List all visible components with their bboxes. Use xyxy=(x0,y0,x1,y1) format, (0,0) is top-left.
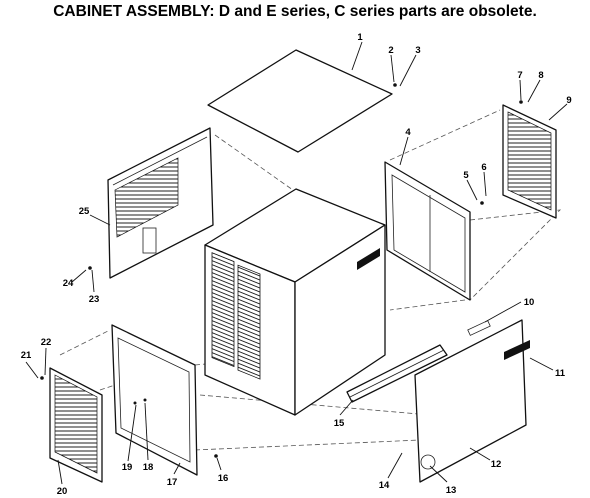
callout-5: 5 xyxy=(463,170,469,181)
cabinet-body xyxy=(204,188,386,416)
page-title: CABINET ASSEMBLY: D and E series, C seri… xyxy=(53,3,537,20)
hardware-screws xyxy=(40,83,523,458)
callout-14: 14 xyxy=(379,480,390,491)
callout-12: 12 xyxy=(491,459,502,470)
callout-3: 3 xyxy=(415,45,420,56)
callout-22: 22 xyxy=(41,337,52,348)
callout-23: 23 xyxy=(89,294,100,305)
callout-15: 15 xyxy=(334,418,345,429)
callout-leaders xyxy=(25,41,568,485)
callout-25: 25 xyxy=(79,206,90,217)
callout-4: 4 xyxy=(405,127,411,138)
callout-7: 7 xyxy=(517,70,522,81)
right-louver-grille xyxy=(502,104,557,219)
callout-19: 19 xyxy=(122,462,133,473)
bottom-rail xyxy=(346,344,448,403)
callout-17: 17 xyxy=(167,477,178,488)
left-side-panel xyxy=(107,127,214,279)
right-side-frame xyxy=(384,161,471,301)
callout-8: 8 xyxy=(538,70,543,81)
left-louver-grille xyxy=(49,367,103,483)
callout-24: 24 xyxy=(63,278,74,289)
callout-10: 10 xyxy=(524,297,535,308)
callout-11: 11 xyxy=(555,368,566,379)
callout-1: 1 xyxy=(357,32,363,43)
callout-18: 18 xyxy=(143,462,154,473)
callout-13: 13 xyxy=(446,485,457,496)
front-left-frame xyxy=(111,324,198,476)
callout-9: 9 xyxy=(566,95,571,106)
top-panel xyxy=(207,49,393,153)
front-door-panel xyxy=(414,319,530,483)
callout-21: 21 xyxy=(21,350,32,361)
callout-2: 2 xyxy=(388,45,393,56)
callout-20: 20 xyxy=(57,486,68,497)
callout-labels: 1 2 3 4 5 6 7 8 9 10 11 12 13 14 15 16 1… xyxy=(21,32,572,497)
callout-16: 16 xyxy=(218,473,229,484)
callout-6: 6 xyxy=(481,162,486,173)
